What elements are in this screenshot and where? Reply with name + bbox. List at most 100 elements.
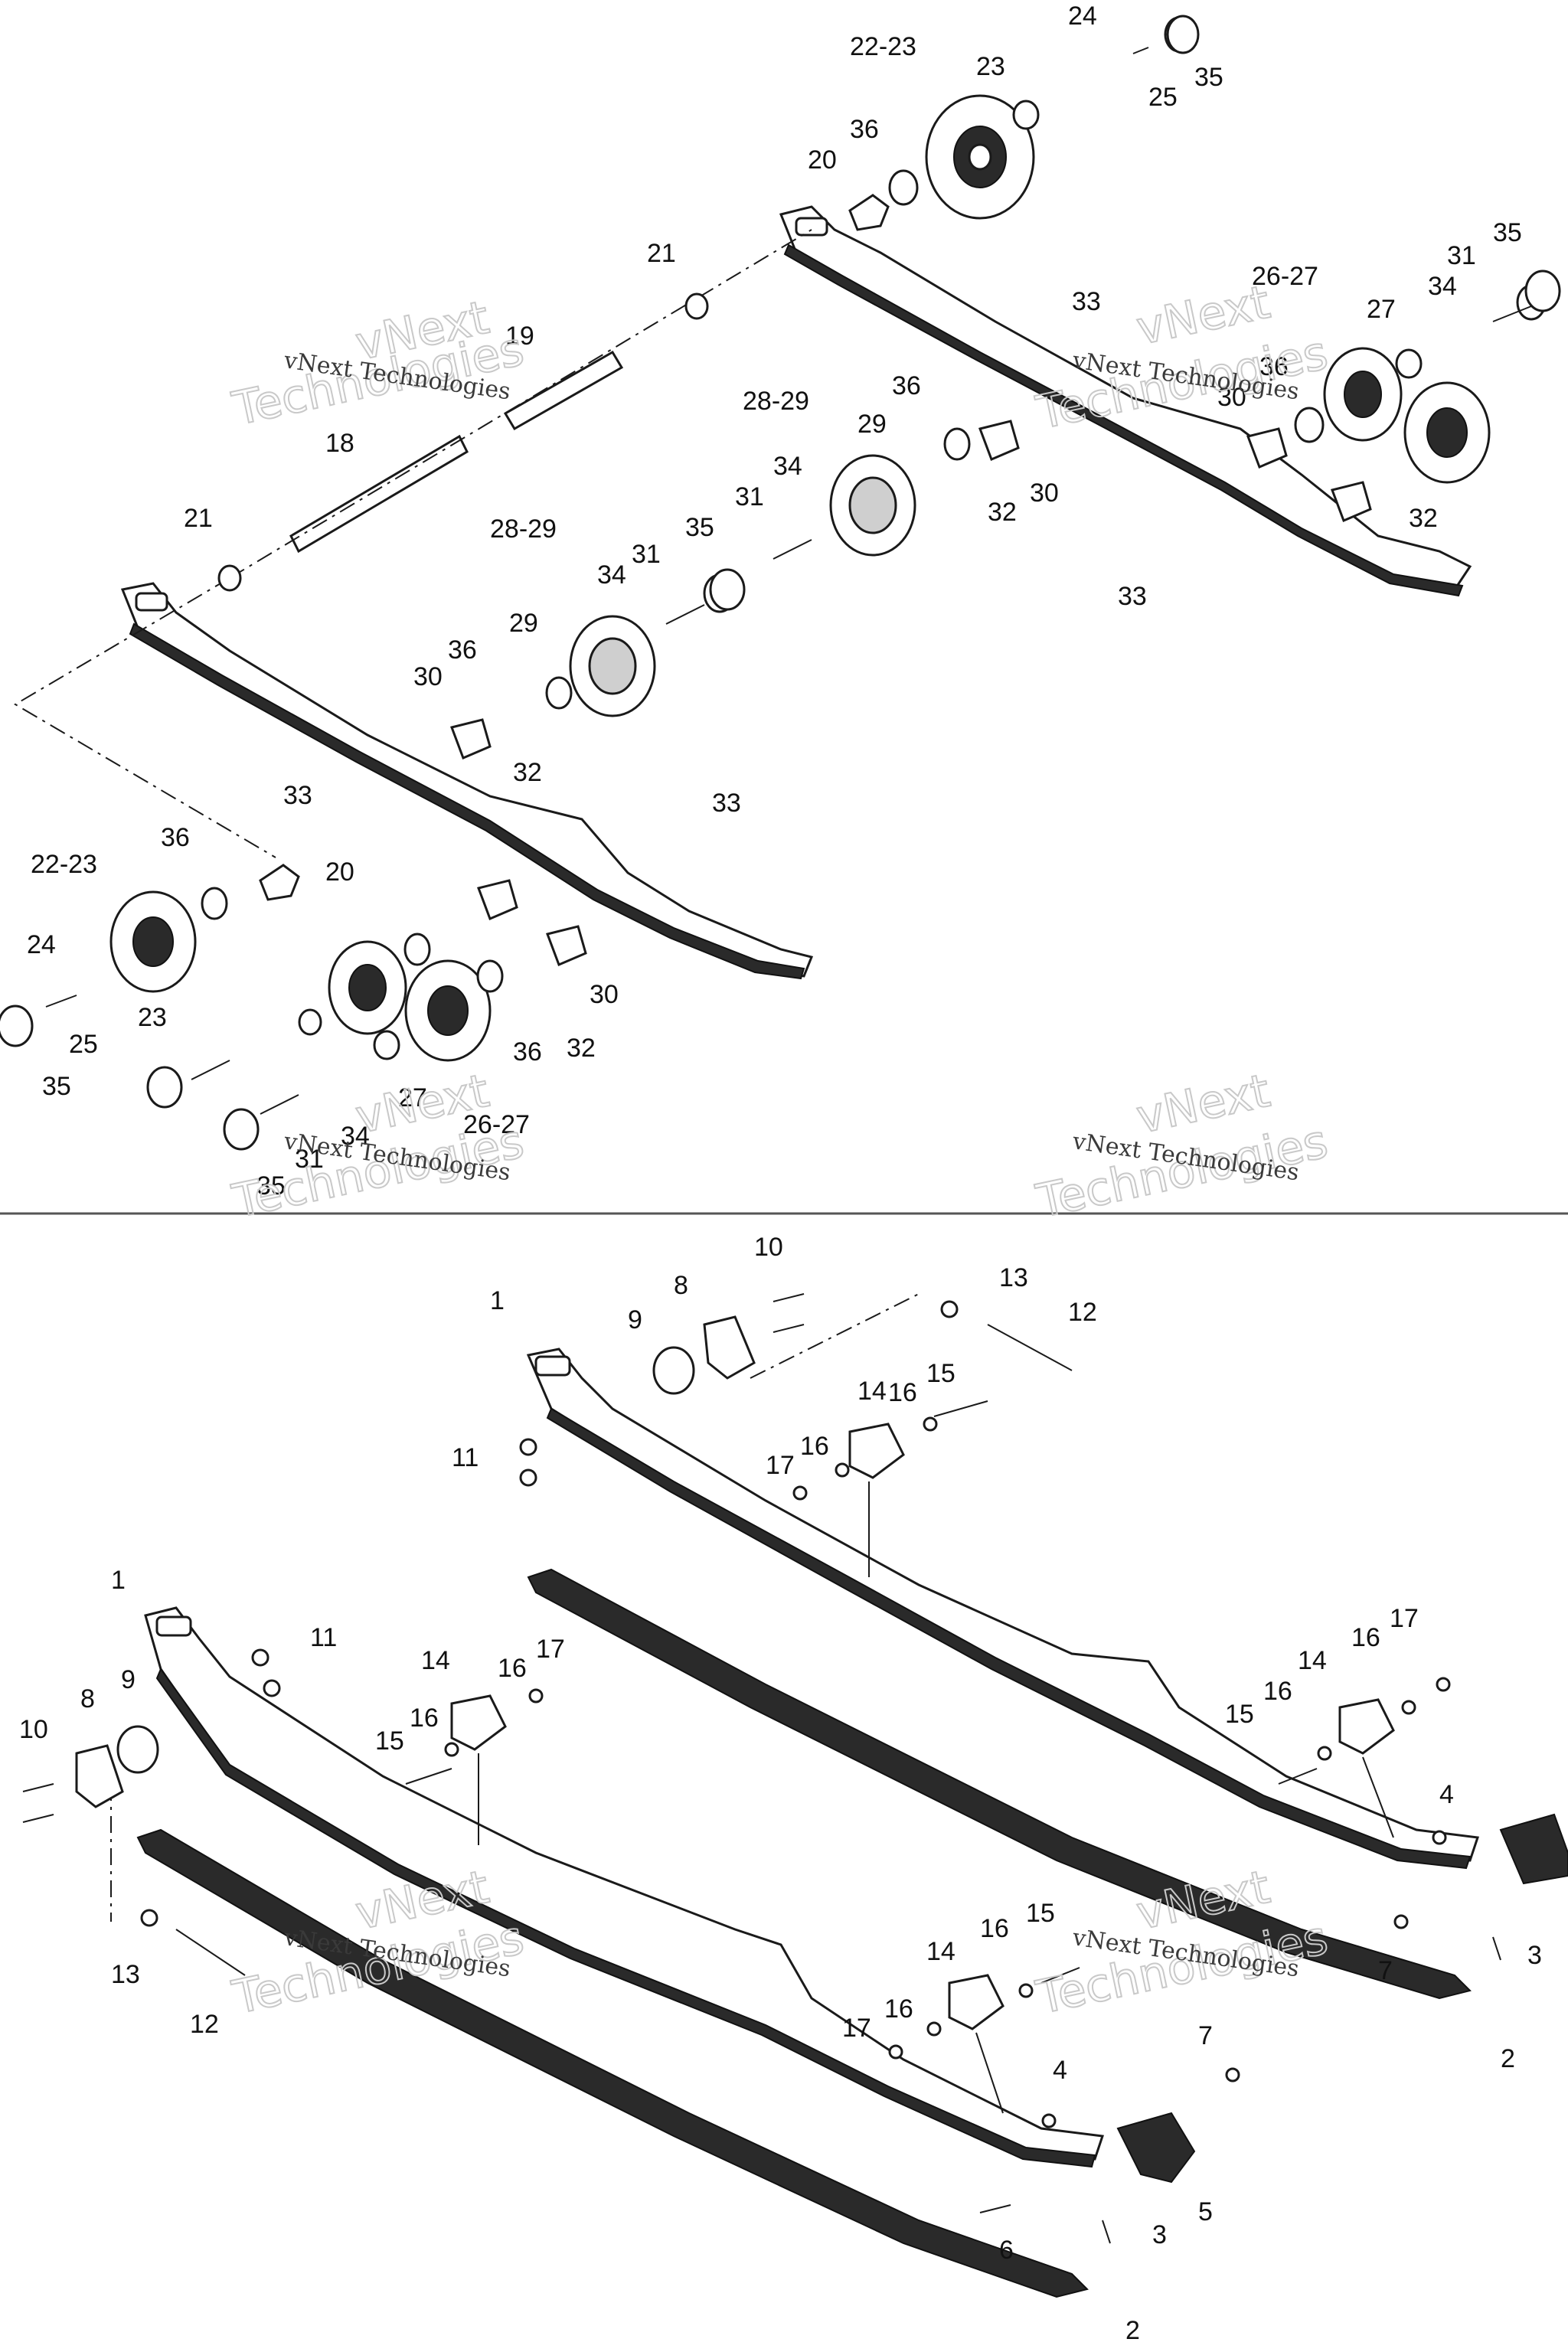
callout: 6 bbox=[999, 2236, 1014, 2265]
callout: 35 bbox=[42, 1072, 71, 1101]
callout: 10 bbox=[754, 1233, 783, 1262]
callout: 36 bbox=[161, 823, 190, 852]
centre-line-left bbox=[14, 577, 276, 858]
callout: 30 bbox=[413, 662, 443, 691]
callout: 3 bbox=[1527, 1941, 1542, 1970]
callout: 16 bbox=[800, 1432, 829, 1461]
callout: 33 bbox=[1118, 582, 1147, 611]
callout: 34 bbox=[773, 452, 802, 481]
callout: 17 bbox=[1390, 1604, 1419, 1633]
callout: 15 bbox=[1225, 1700, 1254, 1729]
callout: 13 bbox=[111, 1960, 140, 1989]
callout: 36 bbox=[448, 635, 477, 665]
callout: 13 bbox=[999, 1263, 1028, 1292]
callout: 35 bbox=[256, 1171, 286, 1200]
callout: 11 bbox=[310, 1623, 337, 1652]
callout: 36 bbox=[892, 371, 921, 400]
callout: 20 bbox=[325, 858, 354, 887]
centre-line-top bbox=[229, 229, 812, 579]
callout: 9 bbox=[628, 1305, 642, 1334]
watermark: vNext Technologies vNext Technologies bbox=[227, 1860, 530, 2026]
callout: 12 bbox=[190, 2010, 219, 2039]
bolts-bottom bbox=[22, 1293, 1501, 2244]
callout: 16 bbox=[498, 1654, 527, 1683]
bottom-upper-slider bbox=[527, 1568, 1472, 2000]
callout: 10 bbox=[19, 1715, 48, 1744]
callout: 17 bbox=[842, 2014, 871, 2043]
callout: 14 bbox=[1298, 1646, 1327, 1675]
callout: 30 bbox=[1217, 383, 1246, 412]
axle-18 bbox=[289, 434, 469, 554]
callout: 18 bbox=[325, 429, 354, 458]
callout: 36 bbox=[850, 115, 879, 144]
callout: 5 bbox=[1198, 2197, 1213, 2226]
callout: 34 bbox=[597, 560, 626, 590]
callout: 25 bbox=[69, 1030, 98, 1059]
callout: 31 bbox=[735, 482, 764, 511]
wheel-28-29-left bbox=[569, 615, 656, 717]
wheel-26-27-b bbox=[1403, 381, 1491, 484]
callout: 17 bbox=[536, 1635, 565, 1664]
watermark: vNext Technologies vNext Technologies bbox=[1031, 1063, 1334, 1230]
callout: 30 bbox=[590, 980, 619, 1009]
bottom-lower-slider bbox=[136, 1828, 1089, 2298]
callout: 1 bbox=[490, 1286, 505, 1315]
callouts-bottom: 10 13 12 1 8 9 11 14 16 15 17 16 1 11 9 … bbox=[19, 1233, 1542, 2345]
callout: 22-23 bbox=[850, 32, 916, 61]
callout: 36 bbox=[513, 1037, 542, 1067]
callout: 32 bbox=[1409, 504, 1438, 533]
callout: 8 bbox=[674, 1271, 688, 1300]
brackets-top bbox=[259, 194, 1372, 966]
callout: 22-23 bbox=[31, 850, 97, 879]
callout: 17 bbox=[766, 1451, 795, 1480]
callout: 35 bbox=[1493, 218, 1522, 247]
callout: 33 bbox=[1072, 287, 1101, 316]
callout: 28-29 bbox=[743, 387, 809, 416]
bottom-assembly: 10 13 12 1 8 9 11 14 16 15 17 16 1 11 9 … bbox=[19, 1233, 1568, 2345]
callout: 1 bbox=[111, 1566, 126, 1595]
axle-19 bbox=[503, 350, 624, 431]
wheel-left-22-23 bbox=[109, 890, 197, 993]
callout: 4 bbox=[1053, 2056, 1067, 2085]
stop-blocks-14 bbox=[450, 1423, 1395, 2030]
callout: 2 bbox=[1501, 2044, 1515, 2073]
bottom-upper-rail bbox=[526, 1348, 1480, 1870]
callout: 8 bbox=[80, 1684, 95, 1713]
watermark: vNext Technologies vNext Technologies bbox=[1031, 1860, 1334, 2026]
callout: 33 bbox=[283, 781, 312, 810]
callout: 31 bbox=[295, 1145, 324, 1174]
callout: 16 bbox=[1263, 1677, 1292, 1706]
callouts-top: 24 22-23 23 25 35 36 20 21 19 18 33 26-2… bbox=[27, 2, 1522, 1200]
callout: 16 bbox=[884, 1994, 913, 2024]
callout: 35 bbox=[1194, 63, 1223, 92]
callout: 16 bbox=[888, 1378, 917, 1407]
callout: 25 bbox=[1148, 83, 1178, 112]
callout: 34 bbox=[1428, 272, 1457, 301]
brackets-8-9 bbox=[75, 1315, 756, 1808]
callout: 29 bbox=[858, 410, 887, 439]
callout: 33 bbox=[712, 789, 741, 818]
end-covers-5 bbox=[1116, 1813, 1568, 2184]
callout: 12 bbox=[1068, 1298, 1097, 1327]
callout: 34 bbox=[341, 1122, 370, 1151]
callout: 30 bbox=[1030, 479, 1059, 508]
callout: 16 bbox=[1351, 1623, 1380, 1652]
wheel-26-27-c bbox=[328, 940, 407, 1035]
callout: 27 bbox=[1367, 295, 1396, 324]
callout: 24 bbox=[1068, 2, 1097, 31]
callout: 14 bbox=[858, 1377, 887, 1406]
callout: 16 bbox=[980, 1914, 1009, 1943]
callout: 7 bbox=[1198, 2021, 1213, 2050]
wheel-26-27-a bbox=[1323, 347, 1403, 442]
upper-right-rail bbox=[779, 205, 1472, 597]
callout: 23 bbox=[976, 52, 1005, 81]
callout: 31 bbox=[1447, 241, 1476, 270]
callout: 16 bbox=[410, 1704, 439, 1733]
callout: 2 bbox=[1125, 2316, 1140, 2345]
callout: 7 bbox=[1378, 1956, 1393, 1985]
wheel-26-27-d bbox=[404, 959, 492, 1062]
callout: 32 bbox=[567, 1034, 596, 1063]
callout: 3 bbox=[1152, 2220, 1167, 2249]
callout: 20 bbox=[808, 145, 837, 175]
